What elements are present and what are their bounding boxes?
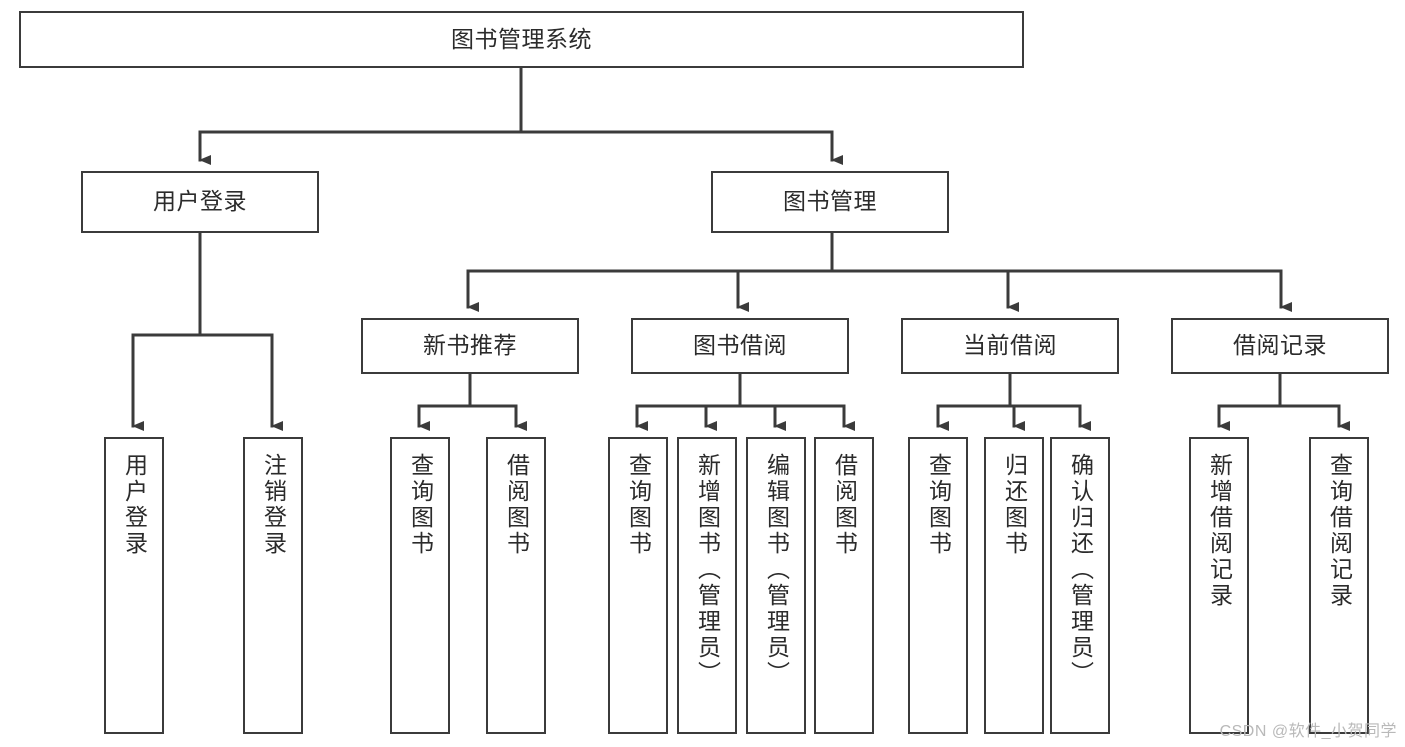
node-leaf-user-login-label: 用户登录 bbox=[121, 453, 148, 557]
node-leaf-query-book-3-label: 查询图书 bbox=[925, 453, 952, 557]
node-root-label: 图书管理系统 bbox=[451, 25, 592, 52]
node-book-borrow[interactable]: 图书借阅 bbox=[631, 318, 849, 374]
node-leaf-add-record-label: 新增借阅记录 bbox=[1206, 453, 1233, 609]
node-leaf-return-book-label: 归还图书 bbox=[1001, 453, 1028, 557]
node-leaf-confirm-return[interactable]: 确认归还（管理员） bbox=[1050, 437, 1110, 734]
node-leaf-user-logout-label: 注销登录 bbox=[260, 453, 287, 557]
node-leaf-borrow-book-1[interactable]: 借阅图书 bbox=[486, 437, 546, 734]
node-leaf-query-book-2[interactable]: 查询图书 bbox=[608, 437, 668, 734]
node-leaf-user-logout[interactable]: 注销登录 bbox=[243, 437, 303, 734]
node-leaf-user-login[interactable]: 用户登录 bbox=[104, 437, 164, 734]
node-book-manage-label: 图书管理 bbox=[783, 188, 877, 215]
node-borrow-record[interactable]: 借阅记录 bbox=[1171, 318, 1389, 374]
node-leaf-edit-book-label: 编辑图书（管理员） bbox=[763, 453, 790, 687]
node-leaf-query-record[interactable]: 查询借阅记录 bbox=[1309, 437, 1369, 734]
node-current-borrow-label: 当前借阅 bbox=[963, 332, 1057, 359]
node-leaf-query-record-label: 查询借阅记录 bbox=[1326, 453, 1353, 609]
node-leaf-query-book-2-label: 查询图书 bbox=[625, 453, 652, 557]
node-leaf-return-book[interactable]: 归还图书 bbox=[984, 437, 1044, 734]
node-leaf-borrow-book-1-label: 借阅图书 bbox=[503, 453, 530, 557]
node-user-login[interactable]: 用户登录 bbox=[81, 171, 319, 233]
node-leaf-confirm-return-label: 确认归还（管理员） bbox=[1067, 453, 1094, 687]
node-root[interactable]: 图书管理系统 bbox=[19, 11, 1024, 68]
node-new-book-recommend[interactable]: 新书推荐 bbox=[361, 318, 579, 374]
node-leaf-add-book-label: 新增图书（管理员） bbox=[694, 453, 721, 687]
node-book-borrow-label: 图书借阅 bbox=[693, 332, 787, 359]
node-leaf-add-book[interactable]: 新增图书（管理员） bbox=[677, 437, 737, 734]
node-leaf-add-record[interactable]: 新增借阅记录 bbox=[1189, 437, 1249, 734]
node-book-manage[interactable]: 图书管理 bbox=[711, 171, 949, 233]
node-borrow-record-label: 借阅记录 bbox=[1233, 332, 1327, 359]
watermark: CSDN @软件_小贺同学 bbox=[1219, 723, 1397, 740]
node-leaf-borrow-book-2[interactable]: 借阅图书 bbox=[814, 437, 874, 734]
node-leaf-query-book-3[interactable]: 查询图书 bbox=[908, 437, 968, 734]
node-leaf-edit-book[interactable]: 编辑图书（管理员） bbox=[746, 437, 806, 734]
node-user-login-label: 用户登录 bbox=[153, 188, 247, 215]
node-leaf-borrow-book-2-label: 借阅图书 bbox=[831, 453, 858, 557]
node-new-book-recommend-label: 新书推荐 bbox=[423, 332, 517, 359]
node-leaf-query-book-1[interactable]: 查询图书 bbox=[390, 437, 450, 734]
node-leaf-query-book-1-label: 查询图书 bbox=[407, 453, 434, 557]
node-current-borrow[interactable]: 当前借阅 bbox=[901, 318, 1119, 374]
